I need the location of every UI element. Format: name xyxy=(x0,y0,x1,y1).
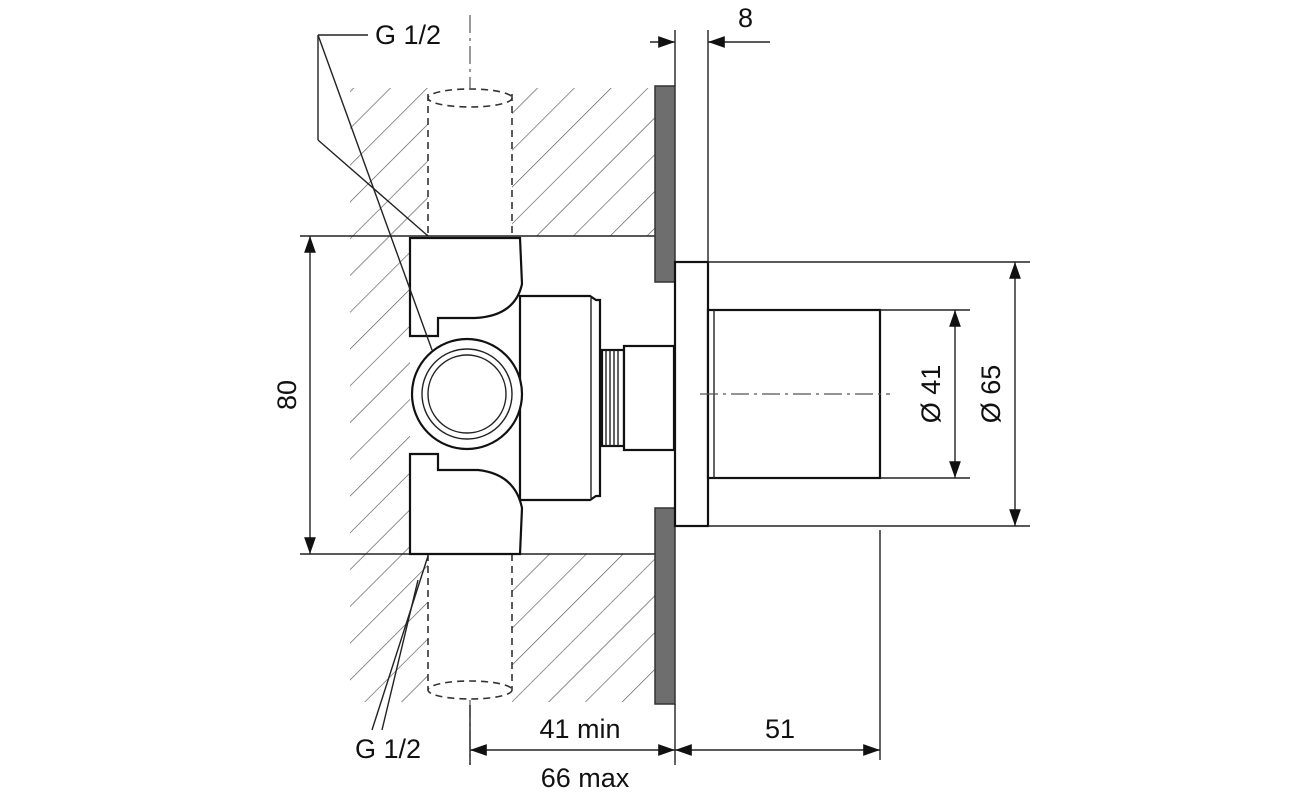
cover-plate-top xyxy=(654,85,676,283)
dim-8-label: 8 xyxy=(738,3,753,33)
wall-hatch-top-right xyxy=(512,88,655,236)
spindle-body xyxy=(622,344,676,452)
side-outlet-inner xyxy=(427,354,507,434)
labels: G 1/2 G 1/2 8 80 Ø 41 Ø 65 41 min 66 max… xyxy=(272,3,1006,793)
wall-hatch-top-left xyxy=(350,88,428,236)
dim-80-label: 80 xyxy=(272,380,302,410)
wall-hatch-mid-left xyxy=(350,236,410,554)
cover-plate-bottom xyxy=(654,507,676,705)
wall-hatch-bottom-right xyxy=(512,554,655,702)
thread-label-top: G 1/2 xyxy=(375,20,441,50)
dim-51-label: 51 xyxy=(765,714,795,744)
wall-hatch-bottom-left xyxy=(350,554,428,702)
dim-d41-label: Ø 41 xyxy=(916,365,946,424)
valve-body xyxy=(408,236,676,556)
wall-section xyxy=(300,88,655,702)
dim-41min-label: 41 min xyxy=(539,714,620,744)
dimensions xyxy=(304,30,1030,765)
dim-66max-label: 66 max xyxy=(541,763,630,793)
side-outlet-mid xyxy=(421,348,513,440)
leader-lines xyxy=(317,34,433,731)
handle xyxy=(700,308,890,480)
dim-d65-label: Ø 65 xyxy=(976,365,1006,424)
thread-label-bottom: G 1/2 xyxy=(355,734,421,764)
